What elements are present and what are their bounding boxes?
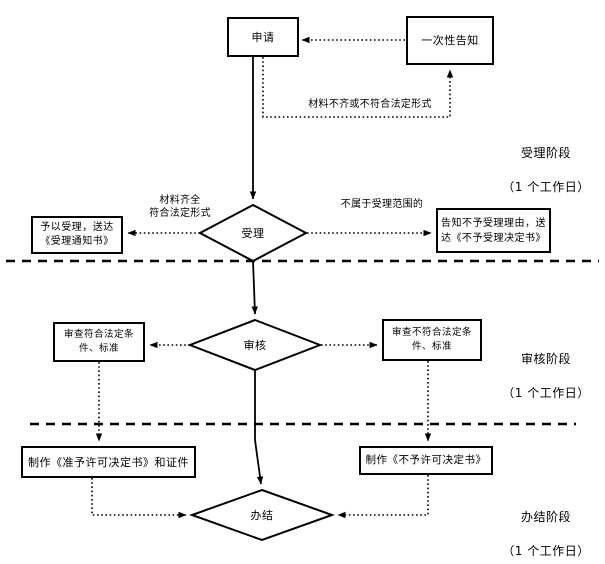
- stage-review-duration: （1 个工作日）: [502, 386, 590, 400]
- stage-complete-duration: （1 个工作日）: [502, 544, 590, 558]
- node-shape-review[interactable]: [187, 318, 323, 372]
- edge-label-material-incomplete: 材料不齐或不符合法定形式: [308, 99, 432, 110]
- stage-label-accept: 受理阶段 （1 个工作日）: [494, 128, 598, 213]
- node-shape-apply[interactable]: [227, 17, 299, 57]
- edge-review-to-complete: [254, 439, 264, 485]
- edge-apply-to-onetime: [262, 57, 454, 118]
- stage-accept-duration: （1 个工作日）: [502, 180, 590, 194]
- edge-label-material-complete: 材料齐全 符合法定形式: [149, 195, 211, 219]
- node-shape-complete[interactable]: [189, 488, 335, 542]
- node-shape-permit-deny[interactable]: [359, 446, 493, 475]
- edge-permit-grant-to-complete: [91, 478, 187, 519]
- stage-complete-name: 办结阶段: [520, 510, 571, 524]
- stage-label-review: 审核阶段 （1 个工作日）: [494, 334, 598, 419]
- stage-label-complete: 办结阶段 （1 个工作日）: [494, 492, 598, 564]
- stage-review-name: 审核阶段: [520, 352, 571, 366]
- edge-accept-to-review: [251, 260, 258, 315]
- node-shape-accept-yes[interactable]: [31, 216, 123, 254]
- node-shape-onetime-notice[interactable]: [406, 16, 494, 65]
- edge-permit-deny-to-complete: [337, 475, 429, 519]
- node-shape-review-fail[interactable]: [382, 319, 482, 361]
- node-shape-permit-grant[interactable]: [21, 446, 196, 478]
- stage-accept-name: 受理阶段: [520, 146, 571, 160]
- node-shape-review-pass[interactable]: [53, 322, 145, 362]
- edge-label-out-of-scope: 不属于受理范围的: [340, 199, 424, 210]
- node-shape-accept-no[interactable]: [436, 208, 551, 253]
